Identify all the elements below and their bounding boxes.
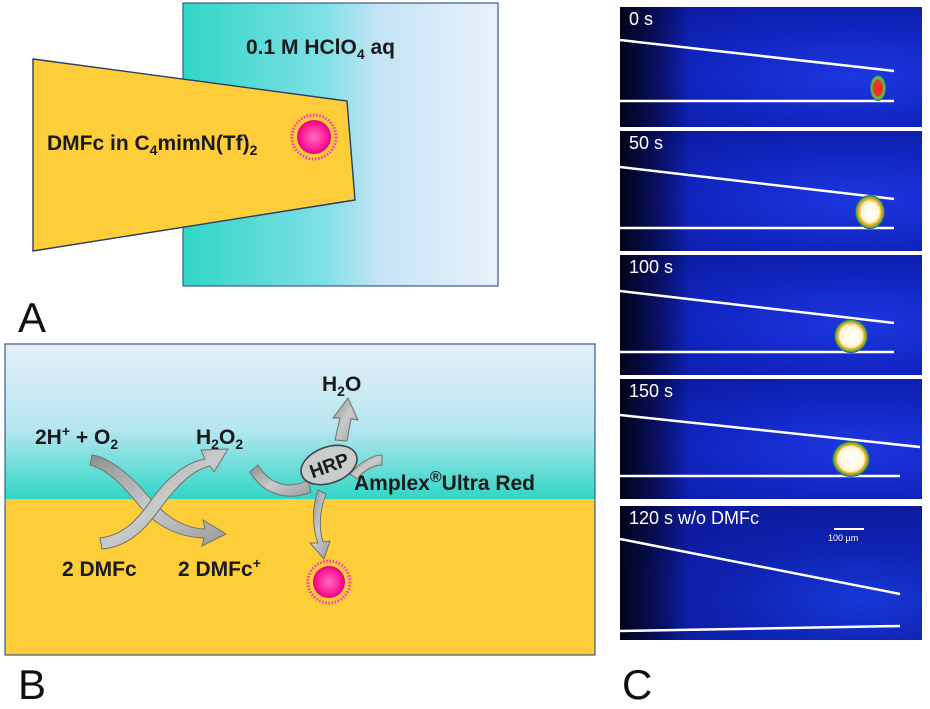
fluorescent-dye-icon xyxy=(290,113,338,161)
frame-time-label: 50 s xyxy=(629,133,664,153)
pipette-wall-bottom xyxy=(620,624,901,633)
pipette-wall-top xyxy=(620,165,895,201)
probe-to-hrp-arrow xyxy=(349,454,383,480)
protons-oxygen-label: 2H+ + O2 xyxy=(35,423,118,452)
pipette-wall-top xyxy=(620,537,901,596)
frame-time-label: 100 s xyxy=(629,257,674,277)
resorufin-dye-icon xyxy=(306,559,352,605)
fluorescence-frame-100s: 100 s xyxy=(620,255,922,375)
scale-bar-label: 100 µm xyxy=(828,533,859,543)
fluorescence-spot xyxy=(834,319,868,353)
frame-time-label: 150 s xyxy=(629,381,674,401)
redox-arrows xyxy=(89,448,229,550)
water-label: H2O xyxy=(322,373,361,399)
aqueous-solution-label: 0.1 M HClO4 aq xyxy=(246,36,395,62)
fluorescence-spot xyxy=(870,75,886,101)
panel-b-border xyxy=(4,343,596,656)
fluorescence-frame-150s: 150 s xyxy=(620,379,922,499)
panel-a-diagram: 0.1 M HClO4 aq DMFc in C4mimN(Tf)2 xyxy=(32,2,499,287)
panel-b-diagram: HRP 2H+ + O2 H2O2 H2O Amplex®Ultra Red 2… xyxy=(4,343,596,656)
dmfc-cation-label: 2 DMFc+ xyxy=(178,555,261,581)
hrp-enzyme-icon: HRP xyxy=(300,444,358,486)
o2-reduction-arrow xyxy=(89,454,228,547)
panel-a-letter: A xyxy=(18,294,47,341)
hrp-arrows xyxy=(249,397,383,560)
pipette-wall-top xyxy=(620,38,895,73)
dmfc-oxidation-arrow xyxy=(99,448,229,550)
fluorescence-spot xyxy=(832,441,870,477)
fluorescence-frame-50s: 50 s xyxy=(620,131,922,251)
pipette-wall-top xyxy=(620,289,895,325)
fluorescence-frame-control: 120 s w/o DMFc 100 µm xyxy=(620,506,922,640)
hrp-to-dye-arrow xyxy=(308,489,331,560)
scale-bar xyxy=(834,528,864,530)
fluorescence-spot xyxy=(855,195,885,229)
pipette-wall-top xyxy=(620,413,921,449)
fluorescence-frame-0s: 0 s xyxy=(620,7,922,127)
panel-b-letter: B xyxy=(18,661,47,708)
ionic-liquid-label: DMFc in C4mimN(Tf)2 xyxy=(47,132,258,158)
micropipette-tube xyxy=(32,58,356,252)
hrp-to-water-arrow xyxy=(332,397,359,442)
panel-c-letter: C xyxy=(622,661,653,708)
aqueous-phase xyxy=(5,344,595,499)
frame-time-label: 120 s w/o DMFc xyxy=(629,508,760,528)
h2o2-to-hrp-arrow xyxy=(249,464,312,497)
organic-phase xyxy=(5,499,595,655)
dmfc-label: 2 DMFc xyxy=(62,558,137,581)
frame-time-label: 0 s xyxy=(629,9,654,29)
amplex-probe-label: Amplex®Ultra Red xyxy=(354,469,535,495)
hydrogen-peroxide-label: H2O2 xyxy=(196,426,243,452)
